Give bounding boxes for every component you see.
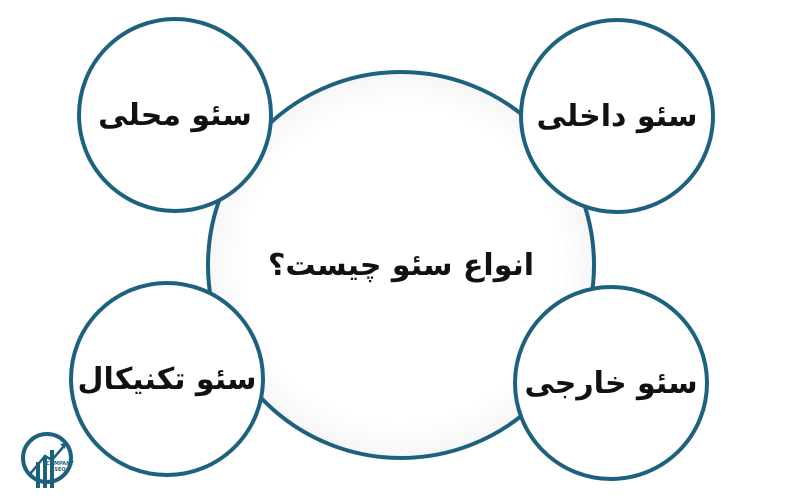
technical-seo-circle: سئو تکنیکال <box>69 281 265 477</box>
center-title: انواع سئو چیست؟ <box>267 247 535 283</box>
logo-text-seo: SEO <box>54 467 65 473</box>
onpage-seo-label: سئو داخلی <box>536 98 698 134</box>
onpage-seo-circle: سئو داخلی <box>519 18 715 214</box>
company-seo-logo: COMPANY SEO <box>21 432 74 488</box>
logo-trend-arrow-icon <box>29 445 65 475</box>
offpage-seo-label: سئو خارجی <box>524 365 698 401</box>
local-seo-label: سئو محلی <box>98 97 252 133</box>
logo-bar-1 <box>36 462 40 488</box>
logo-bar-2 <box>43 456 47 488</box>
technical-seo-label: سئو تکنیکال <box>77 361 257 397</box>
logo-arrow-head-icon <box>60 443 66 449</box>
local-seo-circle: سئو محلی <box>77 17 273 213</box>
logo-text-company: COMPANY <box>46 461 74 467</box>
offpage-seo-circle: سئو خارجی <box>513 285 709 481</box>
logo-bar-3 <box>50 450 54 488</box>
